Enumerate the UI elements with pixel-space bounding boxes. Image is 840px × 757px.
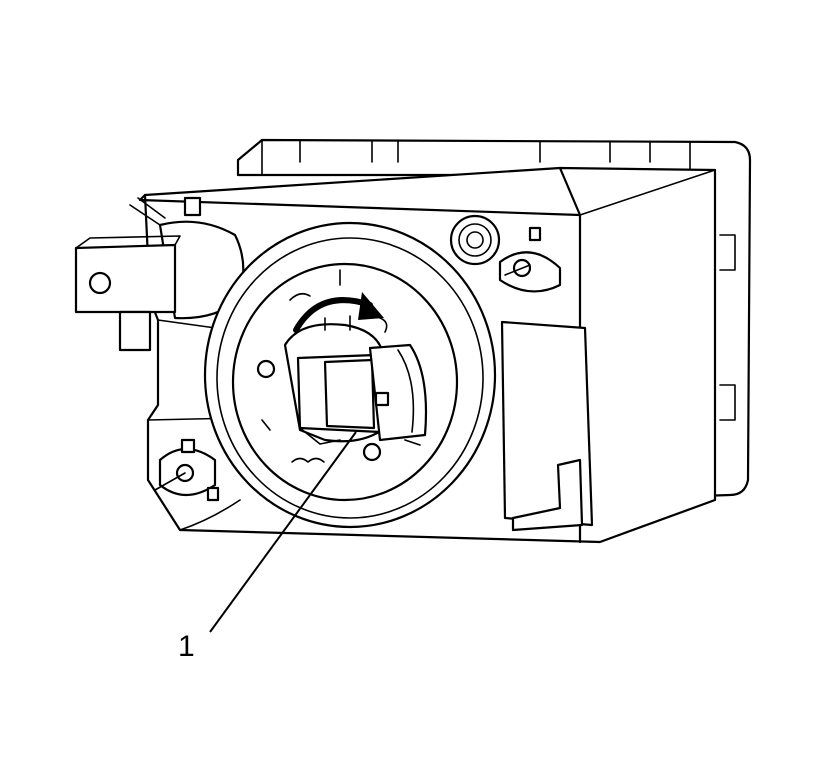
callout-1-leader-line	[209, 431, 357, 633]
adjuster-screw-lower	[154, 438, 220, 502]
side-connector	[74, 196, 245, 352]
mounting-bracket	[500, 320, 594, 532]
bulb-connector	[283, 315, 428, 445]
callout-1-label: 1	[178, 630, 195, 663]
housing-rear-flange	[236, 138, 752, 498]
adjuster-screw-upper	[449, 214, 562, 293]
rotation-arrow	[293, 292, 384, 333]
